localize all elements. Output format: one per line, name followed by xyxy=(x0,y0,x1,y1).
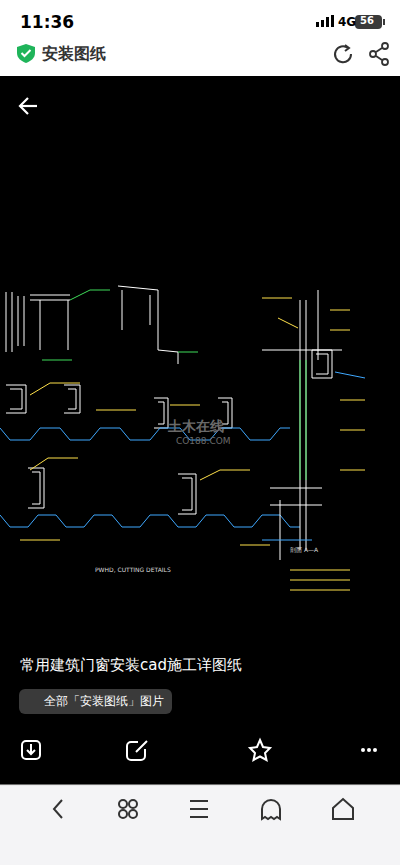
image-caption: 常用建筑门窗安装cad施工详图纸 xyxy=(20,656,242,674)
app-title: 安装图纸 xyxy=(42,44,106,63)
watermark: 土木在线 xyxy=(168,418,224,435)
button-label: 全部「安装图纸」图片 xyxy=(44,694,164,708)
status-time: 11:36 xyxy=(20,12,74,32)
watermark: CO188.COM xyxy=(176,436,231,447)
drawing-title: PWHD, CUTTING DETAILS xyxy=(95,566,171,573)
album-button: 全部「安装图纸」图片 xyxy=(19,689,172,714)
battery-level: 56 xyxy=(360,15,374,27)
network-type: 4G xyxy=(338,15,356,29)
section-title: 剖面 A—A xyxy=(290,546,318,553)
